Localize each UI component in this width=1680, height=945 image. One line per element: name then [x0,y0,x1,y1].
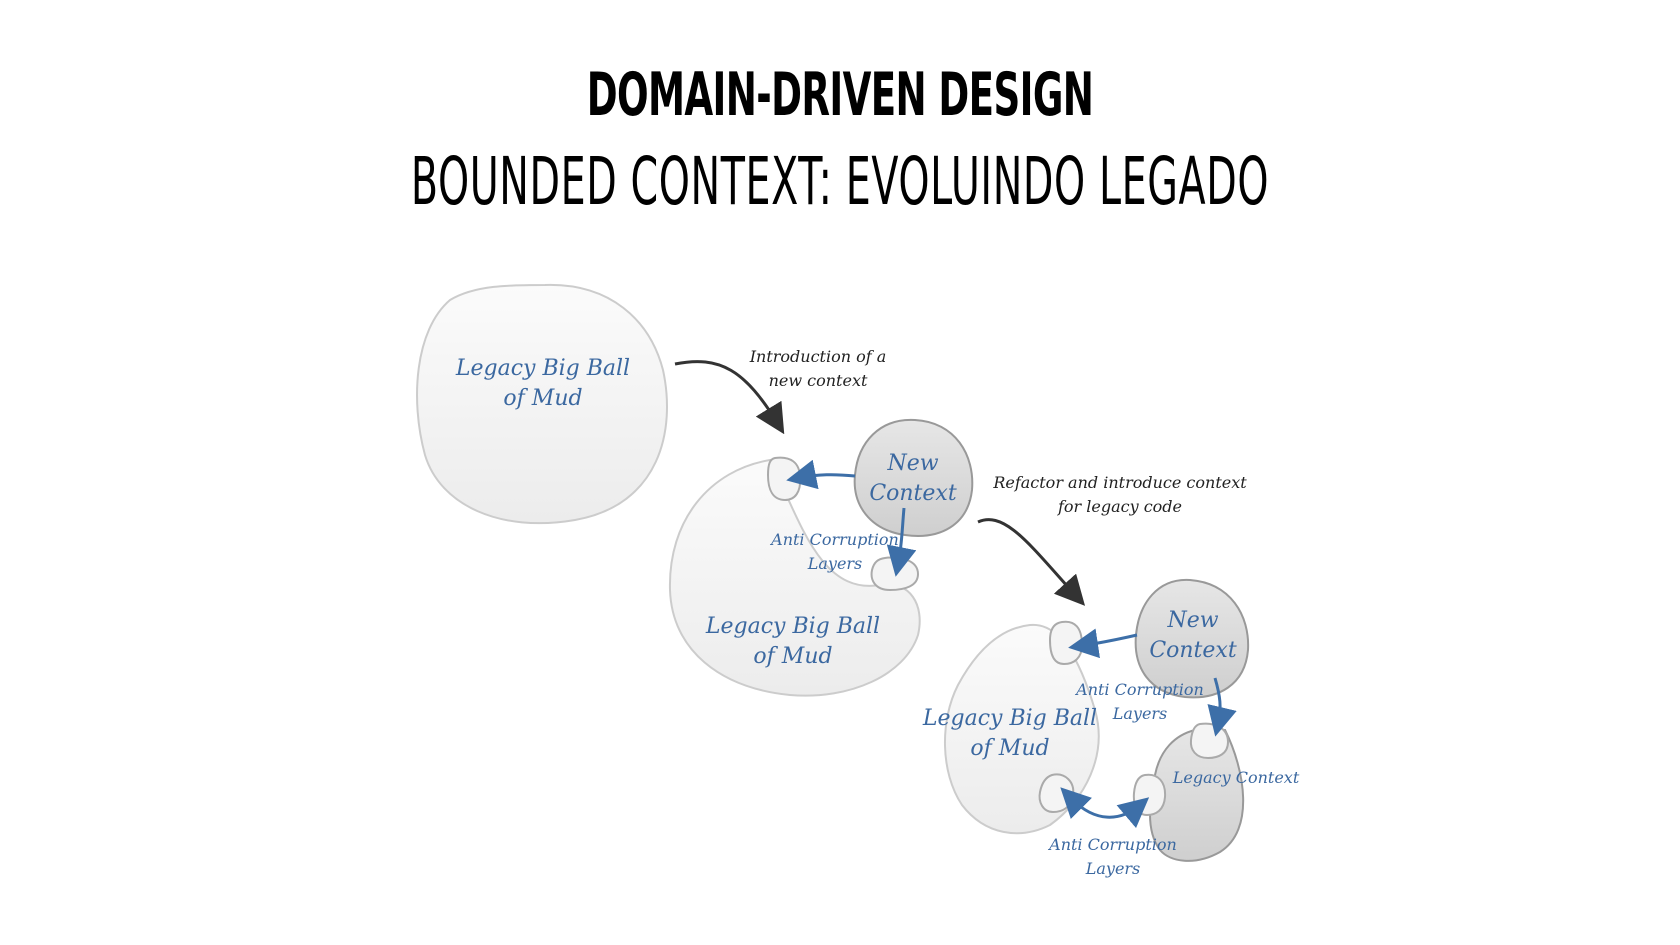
legacy-blob-stage1 [416,283,668,525]
new-context-stage2-line2: Context [869,481,957,506]
acl-label-stage2-line1: Anti Corruption [769,530,899,549]
legacy-context-label-stage3: Legacy Context [1172,768,1300,787]
step-note-1-line1: Introduction of a [749,347,887,366]
acl-arrow-stage3-left [1068,628,1138,659]
legacy-context-blob-stage3 [1149,729,1245,862]
acl-label-stage3-top-line1: Anti Corruption [1074,680,1204,699]
legacy-label-stage1-line1: Legacy Big Ball [455,356,630,381]
legacy-label-stage3-line1: Legacy Big Ball [922,706,1097,731]
acl-block-stage3-right-bottom [1132,773,1167,817]
acl-label-stage3-bottom-line2: Layers [1085,859,1141,878]
step-arrow-1 [674,360,785,435]
acl-arrow-stage3-down [1207,677,1237,737]
acl-block-stage3-right [1189,722,1230,760]
legacy-label-stage3-line2: of Mud [970,736,1049,761]
acl-block-stage3-left-bottom [1038,773,1075,814]
new-context-stage3-line1: New [1166,608,1218,633]
legacy-label-stage1-line2: of Mud [503,386,582,411]
step-arrow-2 [977,518,1086,606]
page-subtitle: BOUNDED CONTEXT: EVOLUINDO LEGADO [410,143,1270,220]
new-context-blob-stage3 [1134,578,1250,699]
acl-label-stage3-top-line2: Layers [1112,704,1168,723]
legacy-label-stage2-line1: Legacy Big Ball [705,614,880,639]
step-note-2-line1: Refactor and introduce context [992,473,1247,492]
acl-block-stage3-top [1048,620,1084,666]
acl-arrow-stage2-left [786,459,856,490]
step-note-1-line2: new context [769,371,868,390]
acl-block-stage2-bottom [870,556,920,592]
acl-arrow-stage2-down [886,507,917,577]
legacy-label-stage2-line2: of Mud [753,644,832,669]
new-context-stage3-line2: Context [1149,638,1237,663]
legacy-blob-stage2 [668,458,921,697]
new-context-stage2-line1: New [886,451,938,476]
step-note-2-line2: for legacy code [1057,497,1182,516]
acl-block-stage2-top [766,456,802,502]
acl-arrow-stage3-bottom [1060,787,1150,829]
acl-label-stage3-bottom-line1: Anti Corruption [1047,835,1177,854]
acl-label-stage2-line2: Layers [807,554,863,573]
new-context-blob-stage2 [853,418,974,537]
page-title: DOMAIN-DRIVEN DESIGN [586,60,1094,130]
